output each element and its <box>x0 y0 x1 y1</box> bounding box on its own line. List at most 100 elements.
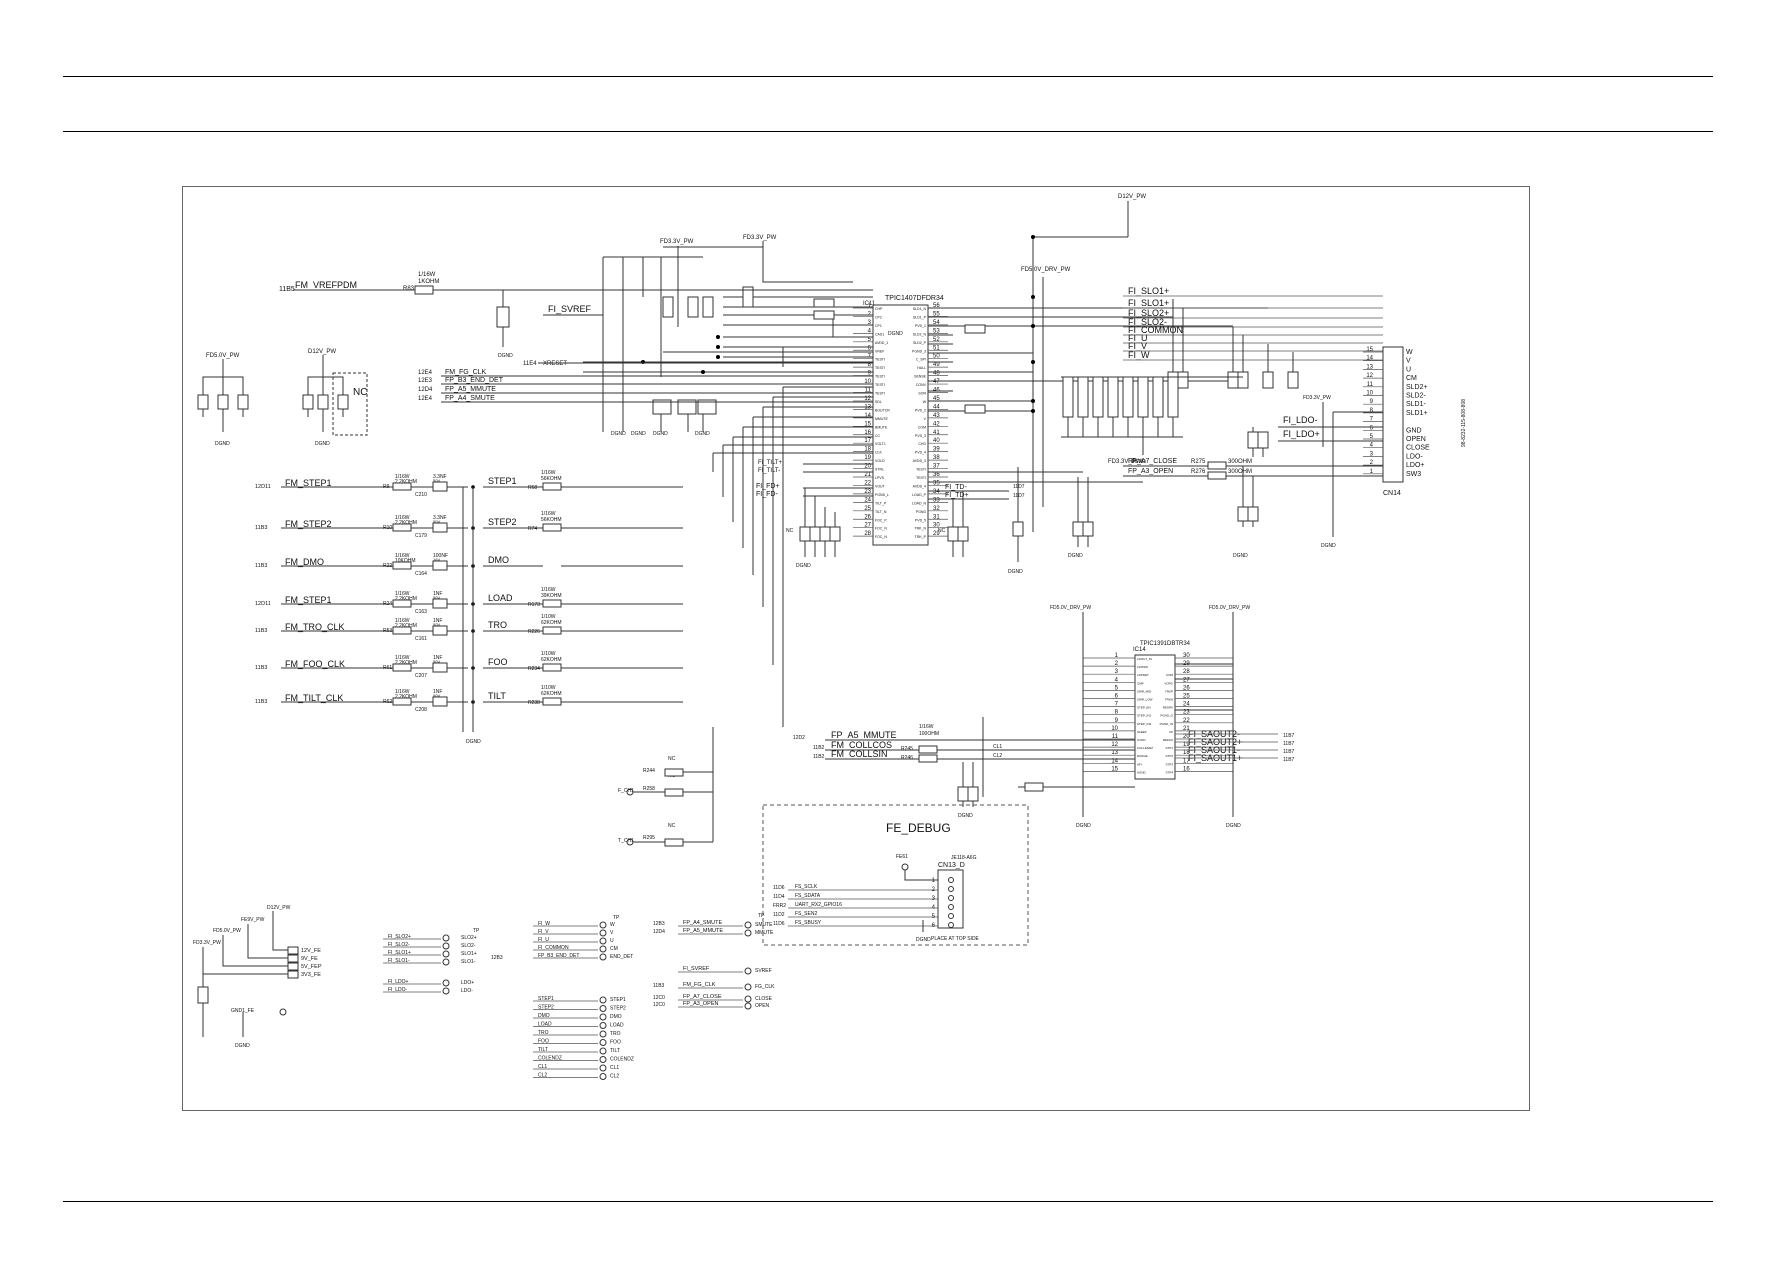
saout-ref: 11B7 <box>1283 733 1295 739</box>
drive-out: TRO <box>488 620 507 630</box>
fe-net-name: FS_SCLK <box>795 884 818 890</box>
tp-drive-tp: STEP2 <box>610 1006 626 1012</box>
ic11-pin-fn: FOC_N <box>875 535 887 539</box>
nc-r295: NC <box>668 823 676 829</box>
ic11-pin-fn: TESTI <box>875 392 885 396</box>
drive-net: FM_STEP2 <box>285 519 332 529</box>
ic14-pin-fn: AGND <box>1137 770 1147 774</box>
fe-net-name: FS_SDATA <box>795 893 821 899</box>
ic14-pin-num: 16 <box>1183 766 1190 772</box>
drive-res-val: 1/16W <box>395 591 410 597</box>
tp-drive-tp: CL2 <box>610 1074 619 1080</box>
tp-drive-tp: FOO <box>610 1040 621 1046</box>
fp-ref-0: 12E4 <box>418 370 433 376</box>
drive-out: DMO <box>488 555 509 565</box>
ic14-pin-num: 24 <box>1183 702 1190 708</box>
ic11-pin-num: 3 <box>868 320 872 326</box>
ic11-pin-fn: SOR <box>918 392 926 396</box>
tp-word: TP <box>758 913 765 919</box>
drive-cap-val2: 50V <box>433 478 440 483</box>
ic11-pin-fn: CC <box>875 434 881 438</box>
motor-net: FI_SLO2+ <box>1128 308 1169 318</box>
fi-tilt-minus: FI_TILT- <box>758 468 780 474</box>
ic11-pin-num: 50 <box>933 354 940 360</box>
ic11-top-power: FD3.3V_PW FD3.3V_PW D12V_PW FD5.0V_DRV_P… <box>602 194 1268 507</box>
ic14-pin-fn: REFAO <box>1163 738 1174 742</box>
ic14-pin-fn: SLEEP <box>1137 730 1147 734</box>
tp-misc-ref: 12C0 <box>653 1002 665 1008</box>
drive-res-val2: 2.2KOHM <box>395 479 417 485</box>
ic14-in-ref-1: 11B2 <box>813 745 825 751</box>
drive-res-val2: 2.2KOHM <box>395 596 417 602</box>
drive-res-val2: 2.2KOHM <box>395 623 417 629</box>
dgnd-ic14-b: DGND <box>1226 823 1241 829</box>
drive-res2-val: 1/10W <box>541 614 556 620</box>
tp-misc-tp: CLOSE <box>755 996 773 1002</box>
cn14-pin-label: SW3 <box>1406 471 1421 478</box>
ic11-pin-num: 8 <box>868 362 872 368</box>
ic14-pin-num: 23 <box>1183 710 1190 716</box>
gnd1-label: GND1_FE <box>231 1008 255 1014</box>
ic11-pin-num: 48 <box>933 371 940 377</box>
cn14-pin-num: 10 <box>1366 391 1373 397</box>
ic14-pin-fn: STEP_IN1 <box>1137 714 1152 718</box>
ic11-pin-fn: FOC_P <box>875 518 887 522</box>
tp-ldo-net: FI_LDO- <box>388 987 408 993</box>
ic11-pin-num: 1 <box>868 303 872 309</box>
ic11-pin-num: 40 <box>933 438 940 444</box>
drive-cap-val: 1NF <box>433 689 442 695</box>
ic14-pin-num: 26 <box>1183 685 1190 691</box>
cn14-pin-num: 14 <box>1366 356 1373 362</box>
cl1-label: CL1 <box>993 744 1002 750</box>
ic14-pin-fn: RESRV <box>1163 706 1173 710</box>
vref-net: FM_VREFPDM <box>295 280 357 290</box>
ic11-pin-num: 21 <box>864 472 871 478</box>
drive-res2-val2: 56KOHM <box>541 476 562 482</box>
dgnd-tray: DGND <box>1233 553 1248 559</box>
ic11-pin-num: 41 <box>933 430 940 436</box>
ic11-pin-num: 9 <box>868 371 872 377</box>
tp-power-block: D12V_PW FE9V_PW FD5.0V_PW FD3.3V_PW 12V_… <box>193 905 322 1049</box>
drive-cap: C208 <box>415 707 427 713</box>
drive-cap-val: 1NF <box>433 591 442 597</box>
tp-misc-tp: FG_CLK <box>755 984 775 990</box>
ic14-pin-num: 27 <box>1183 677 1190 683</box>
tp-motor-net: FI_U <box>538 937 549 943</box>
ic14-pin-fn: SWR_MID <box>1137 689 1152 693</box>
drive-res-val2: 2.2KOHM <box>395 660 417 666</box>
ic11-pin-fn: AVDD_4 <box>913 484 926 488</box>
tp-mute-net: FP_A5_MMUTE <box>683 928 723 934</box>
drive-res-val: 1/16W <box>395 689 410 695</box>
xreset-net: XRESET <box>543 361 567 367</box>
drive-res2-val2: 62KOHM <box>541 620 562 626</box>
motor-nets: FI_SLO1+FI_SLO1+FI_SLO2+FI_SLO2-FI_COMMO… <box>1123 286 1383 389</box>
saout-ref: 11B7 <box>1283 741 1295 747</box>
ic11-pin-num: 42 <box>933 421 940 427</box>
ic14-pin-num: 11 <box>1112 734 1119 740</box>
cn14-pin-num: 12 <box>1366 373 1373 379</box>
tp-drive-net: CL1 <box>538 1064 547 1070</box>
fd9v-tp: FE9V_PW <box>241 917 265 923</box>
ic14-pin-num: 8 <box>1115 710 1119 716</box>
tp-drive-net: DMO <box>538 1013 550 1019</box>
d12v-tp: D12V_PW <box>267 905 291 911</box>
tp-motor-tp: CM <box>610 946 618 952</box>
tp-misc-tp: SVREF <box>755 968 772 974</box>
drive-cap-val: 3.3NF <box>433 515 447 521</box>
ic11-pin-fn: LPVS <box>875 476 885 480</box>
cn14-pin-label: CM <box>1406 375 1417 382</box>
ic11-pin-fn: SDL <box>875 400 882 404</box>
ic14-pin-fn: PGND_IN <box>1160 722 1173 726</box>
tp-power-pin: 12V_FE <box>301 948 321 954</box>
drive-net: FM_STEP1 <box>285 478 332 488</box>
cn14-pin-label: SLD1- <box>1406 401 1427 408</box>
fd50drv-ic14-a: FD5.0V_DRV_PW <box>1050 605 1091 611</box>
ic11-pin-num: 37 <box>933 464 940 470</box>
d12v-label-top: D12V_PW <box>1118 194 1146 200</box>
ic11-pin-num: 49 <box>933 362 940 368</box>
fi-fd-plus: FI_FD+ <box>756 483 780 490</box>
drive-out: STEP1 <box>488 476 517 486</box>
ic14-pin-num: 12 <box>1111 742 1118 748</box>
